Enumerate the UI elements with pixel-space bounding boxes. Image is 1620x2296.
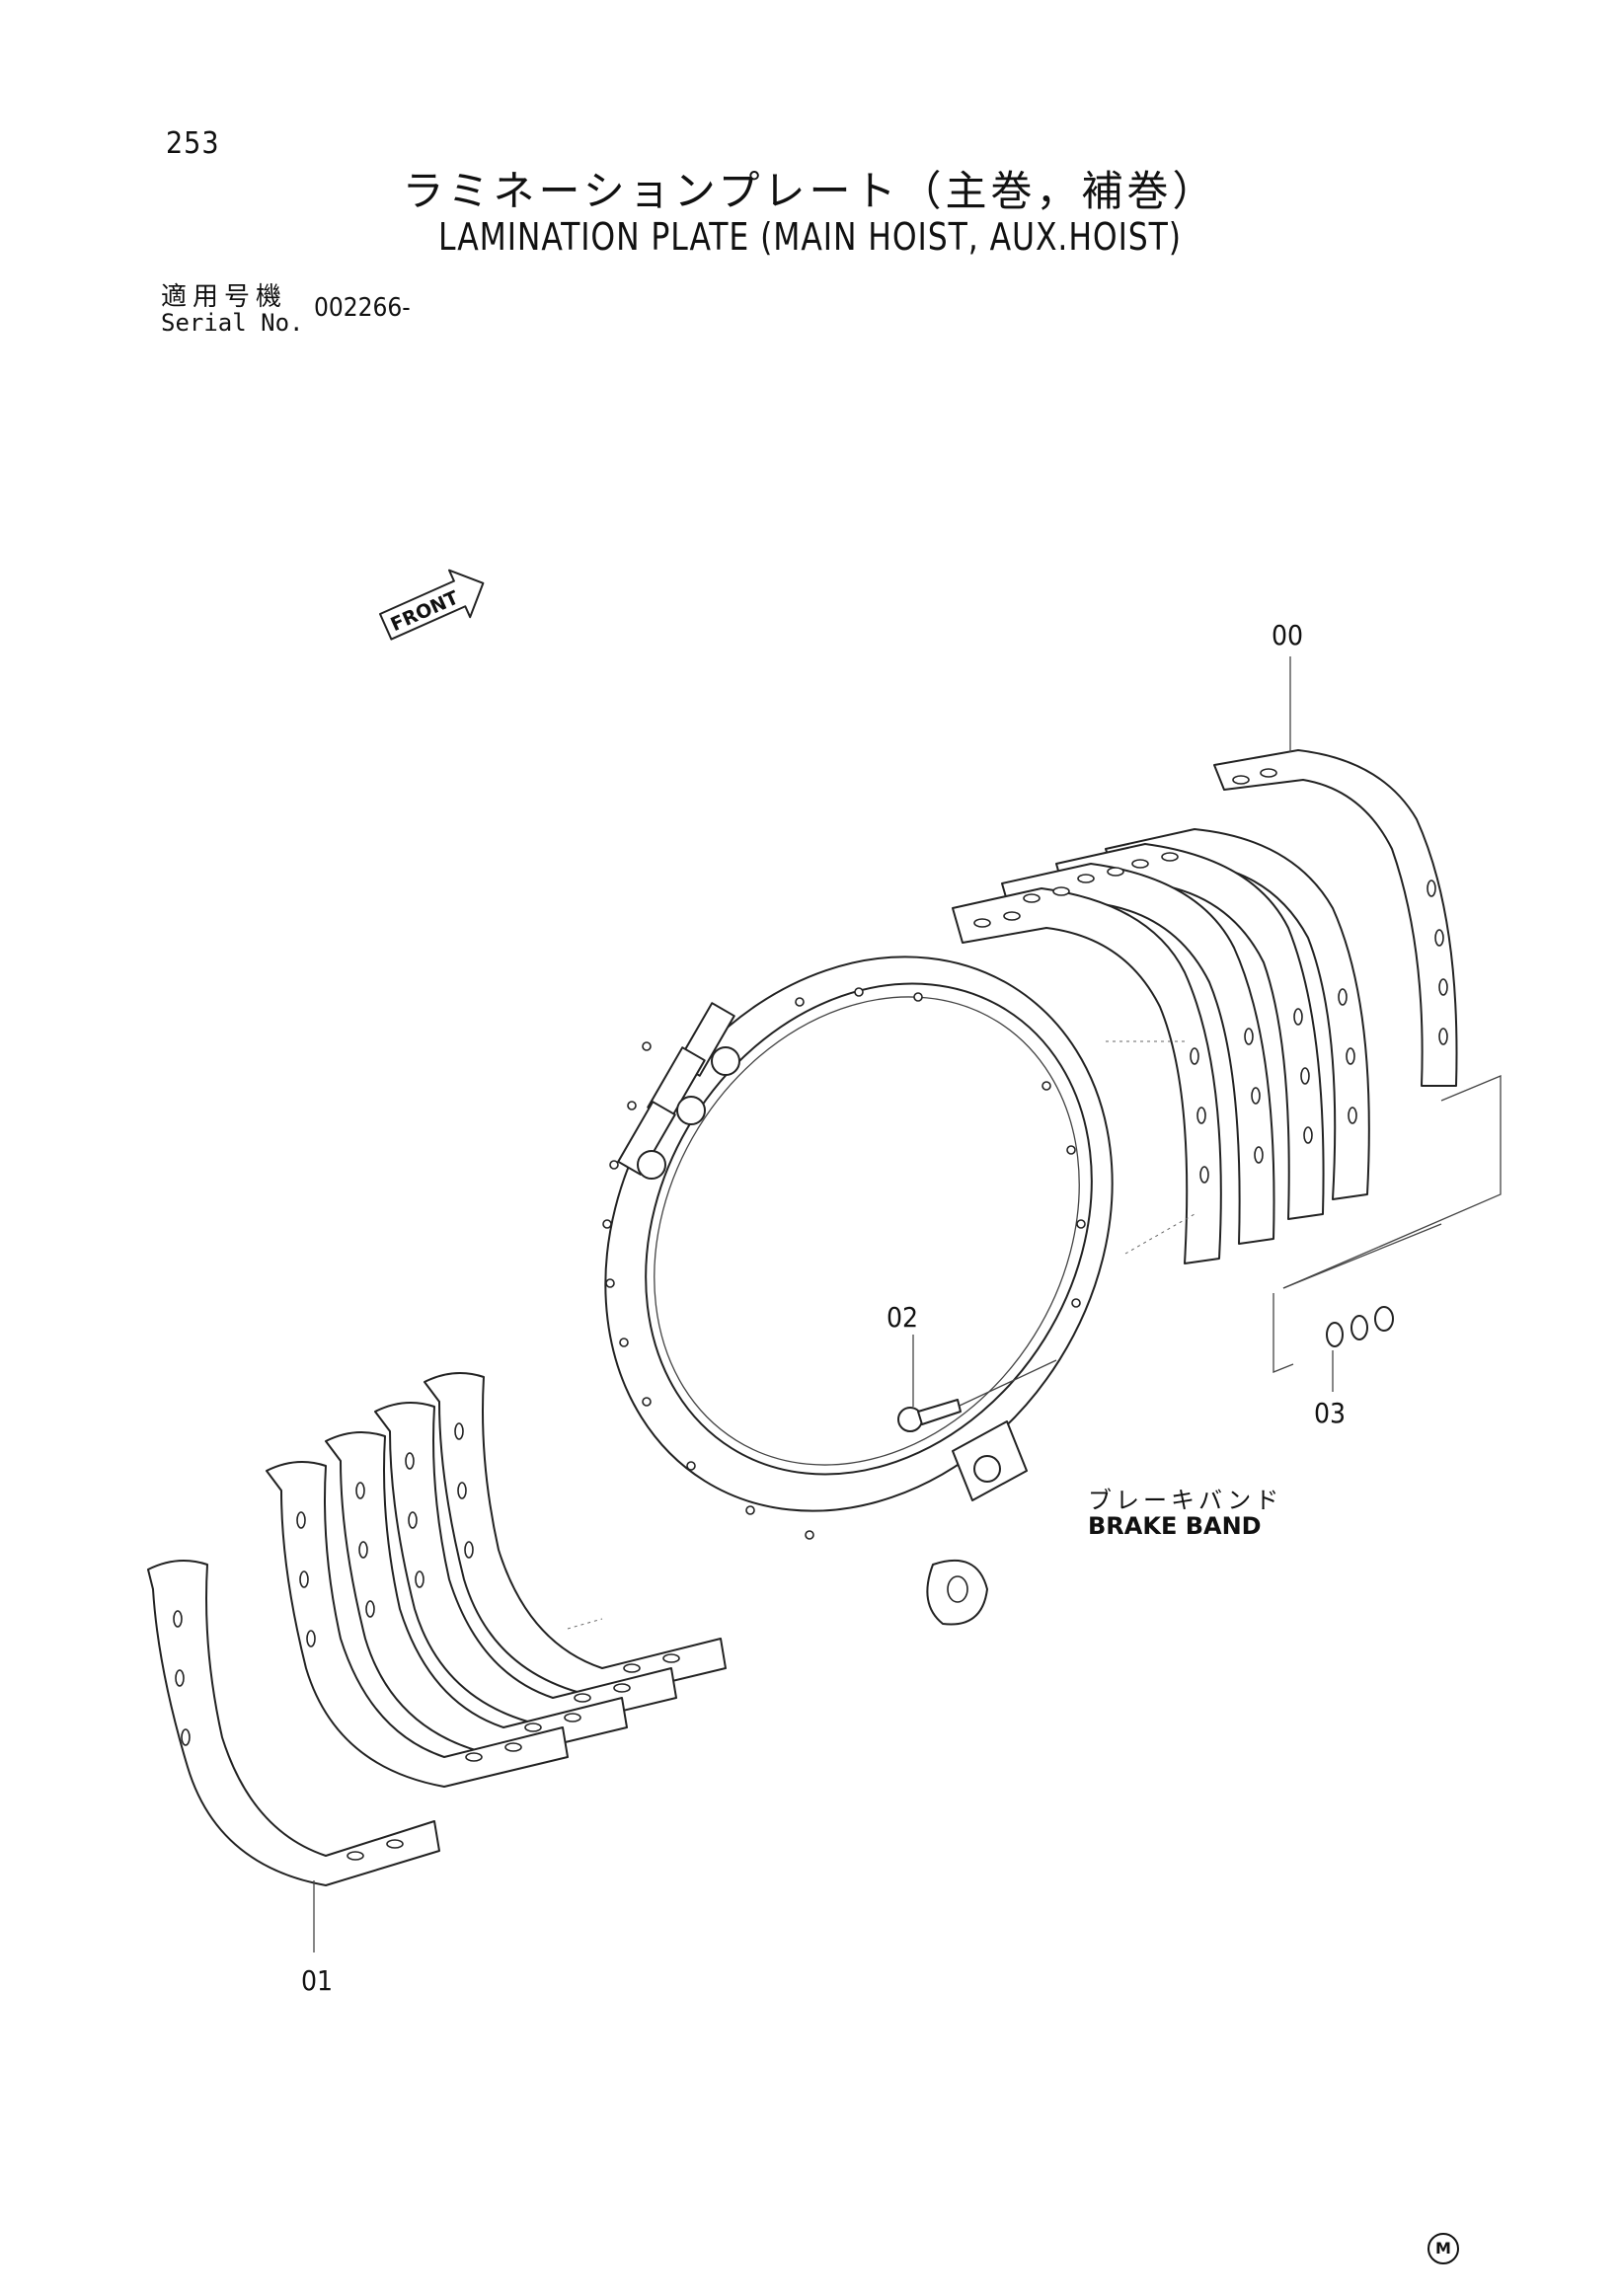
page-number: 253 <box>166 126 220 161</box>
brake-band-label-english: BRAKE BAND <box>1088 1512 1262 1540</box>
brake-band <box>567 956 1196 1630</box>
callout-01: 01 <box>301 1964 334 1997</box>
lamination-plates-lower <box>147 1372 727 1952</box>
serial-label-english: Serial No. <box>161 309 304 337</box>
brake-band-label-japanese: ブレーキバンド <box>1088 1487 1283 1514</box>
callout-02: 02 <box>887 1301 919 1334</box>
callout-03: 03 <box>1314 1397 1347 1429</box>
m-mark-icon: M <box>1427 2233 1459 2264</box>
front-arrow-icon: FRONT <box>379 569 485 641</box>
callout-00: 00 <box>1272 619 1304 651</box>
upper-plate-holes <box>973 768 1448 1184</box>
title-english: LAMINATION PLATE (MAIN HOIST, AUX.HOIST) <box>438 215 1182 259</box>
title-japanese: ラミネーションプレート（主巻，補巻） <box>402 167 1218 215</box>
washer-nut-03 <box>1273 1075 1502 1392</box>
brake-band-holes <box>602 987 1086 1540</box>
bolt-02 <box>897 1335 1057 1432</box>
lower-plate-holes <box>173 1422 680 1861</box>
lamination-plates-upper <box>952 656 1458 1264</box>
serial-value: 002266- <box>314 293 411 323</box>
serial-label-japanese: 適用号機 <box>161 282 288 312</box>
